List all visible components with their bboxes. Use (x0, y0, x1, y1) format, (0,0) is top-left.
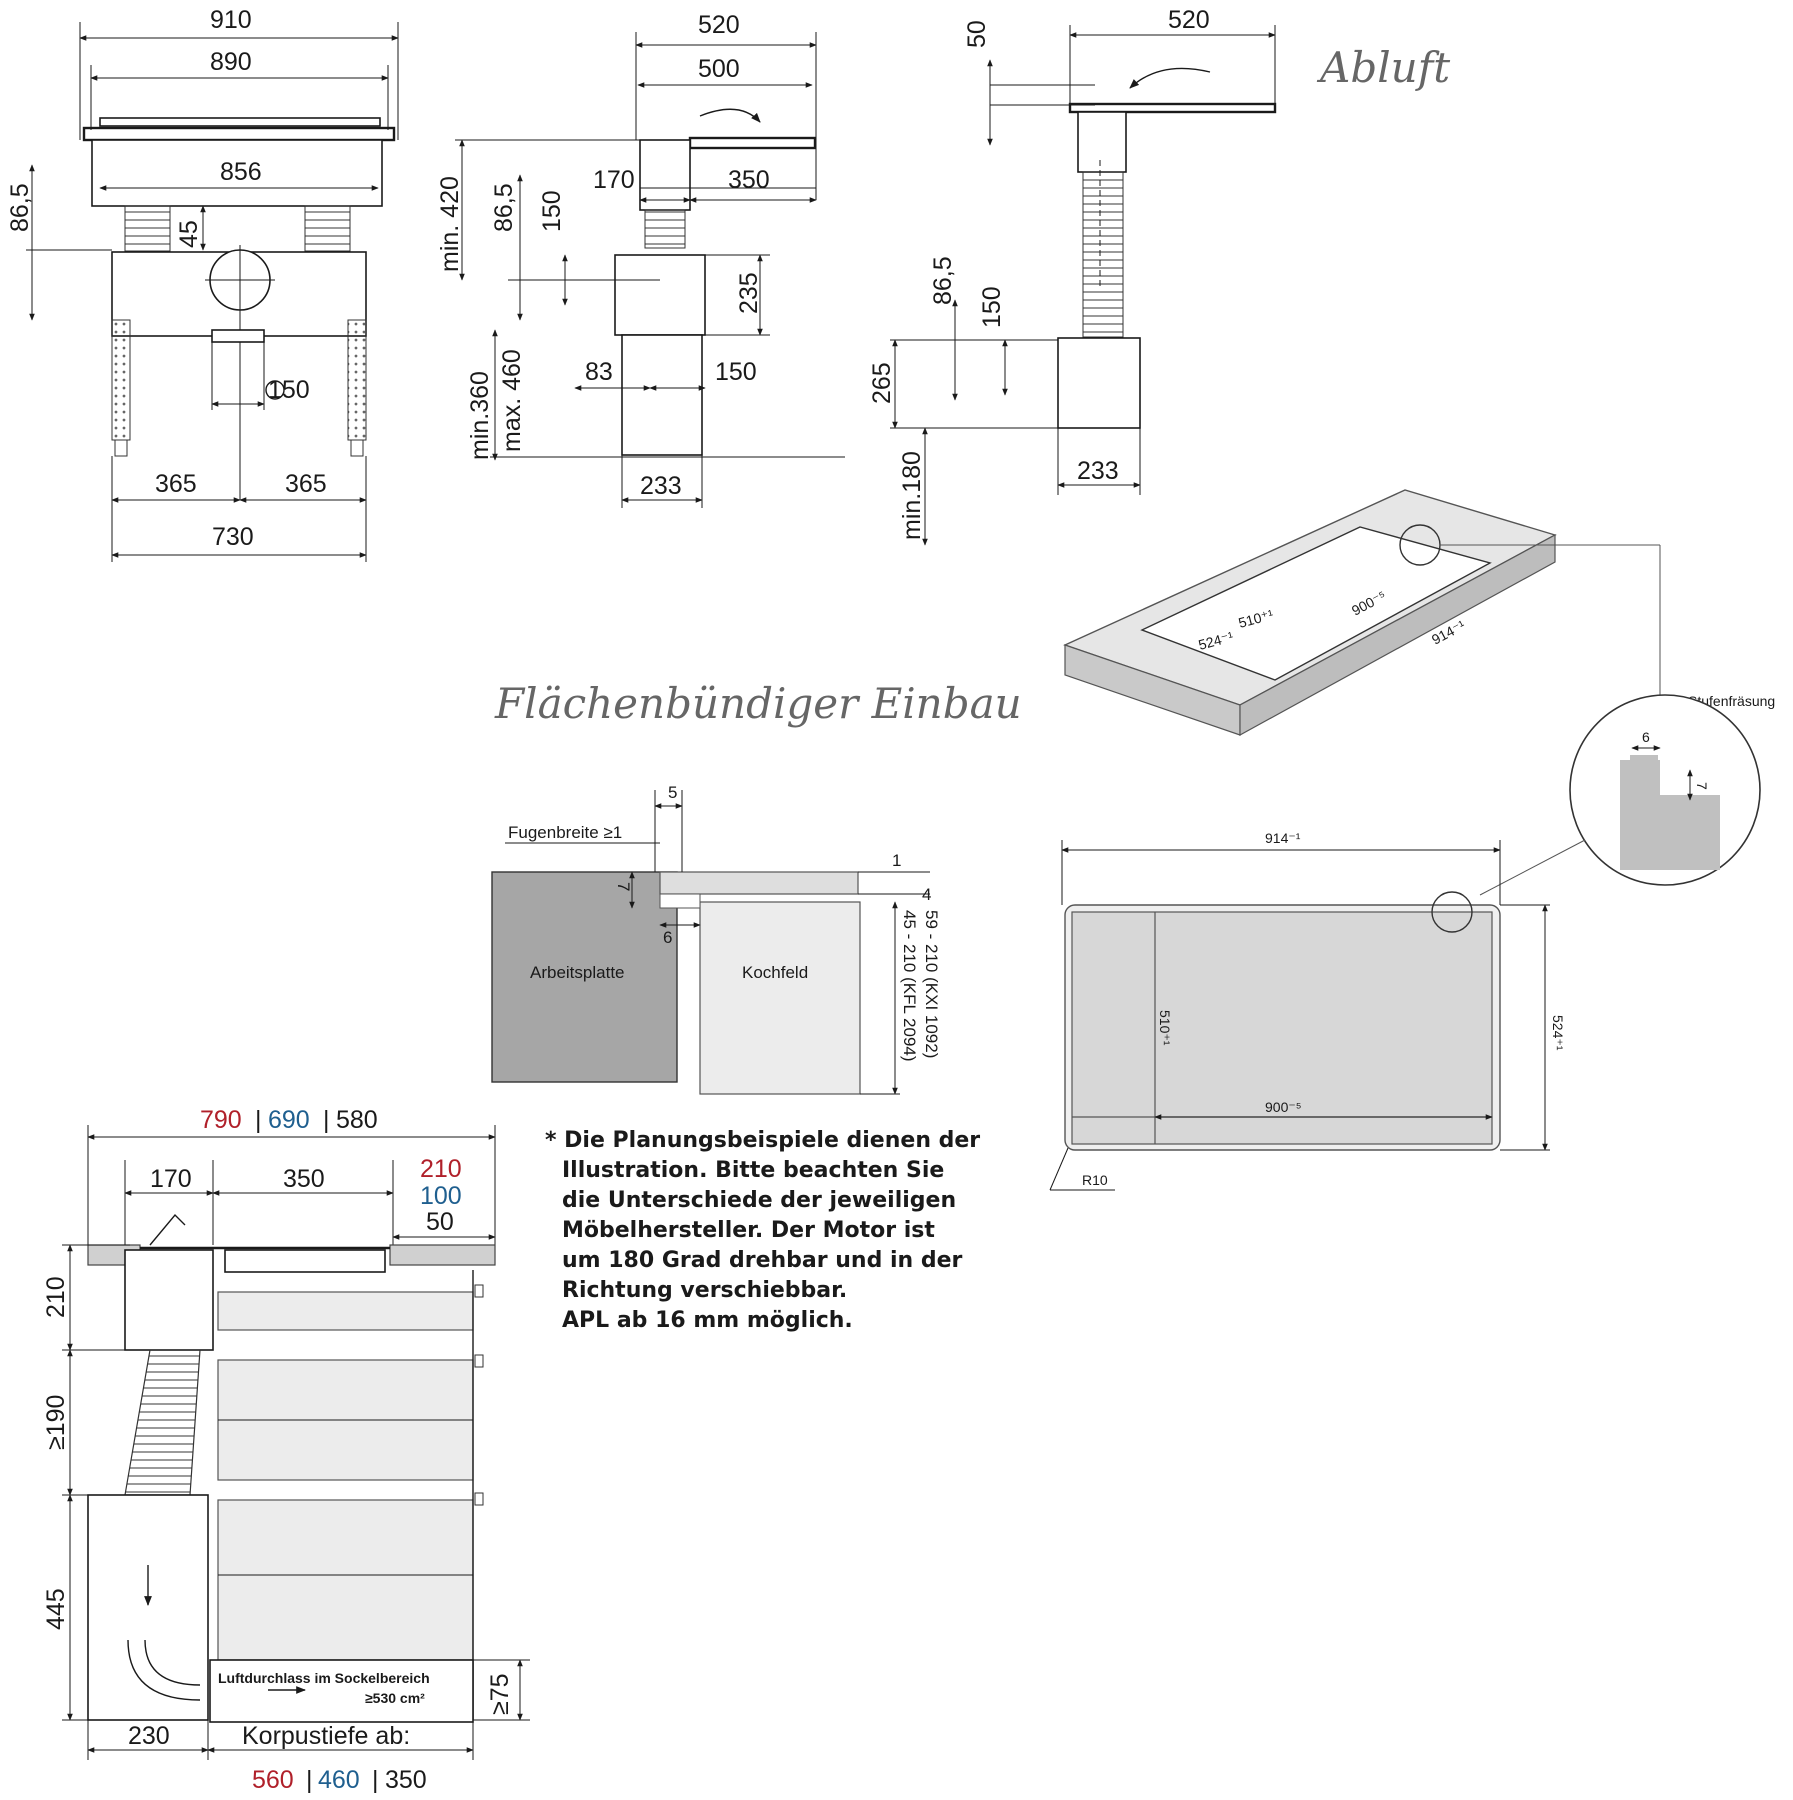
width-230: 230 (128, 1722, 170, 1750)
height-210: 210 (42, 1276, 70, 1318)
note-line-5: um 180 Grad drehbar und in der (562, 1248, 963, 1273)
dim-diameter-150-abluft: 150 (978, 286, 1006, 328)
dim-233-side: 233 (640, 472, 682, 500)
dim-max-460: max. 460 (498, 349, 526, 452)
dim-86-5-side: 86,5 (490, 183, 518, 232)
width-350: 350 (283, 1165, 325, 1193)
depth-350: 350 (385, 1766, 427, 1794)
width-690: 690 (268, 1106, 310, 1134)
dim-50: 50 (963, 20, 991, 48)
abluft-view: 520 50 265 min.180 86,5 150 233 (868, 6, 1277, 546)
dim-365-right: 365 (285, 470, 327, 498)
air-passage-area: ≥530 cm² (365, 1690, 425, 1706)
step-width-6: 6 (1642, 729, 1650, 745)
step-height-7: 7 (1694, 782, 1710, 790)
planning-note: * Die Planungsbeispiele dienen der Illus… (545, 1128, 980, 1333)
dim-910: 910 (210, 6, 252, 34)
plan-dim-900: 900⁻⁵ (1265, 1099, 1302, 1115)
dim-500: 500 (698, 55, 740, 83)
section-range-kfl: 45 - 210 (KFL 2094) (900, 910, 919, 1062)
top-plan-view: 914⁻¹ 900⁻⁵ 510⁺¹ 524⁺¹ R10 (1049, 830, 1566, 1191)
worktop-label: Arbeitsplatte (530, 963, 625, 982)
joint-width-label: Fugenbreite ≥1 (508, 823, 622, 842)
width-170: 170 (150, 1165, 192, 1193)
dim-856: 856 (220, 158, 262, 186)
svg-text:|: | (306, 1766, 313, 1794)
dim-diameter-150: 150 (268, 376, 310, 404)
depth-460: 460 (318, 1766, 360, 1794)
dim-520: 520 (698, 11, 740, 39)
air-passage-label: Luftdurchlass im Sockelbereich (218, 1670, 430, 1686)
flush-section-detail: Arbeitsplatte Kochfeld Fugenbreite ≥1 5 … (491, 783, 941, 1095)
plan-dim-914: 914⁻¹ (1265, 830, 1301, 846)
plan-dim-510: 510⁺¹ (1157, 1010, 1173, 1046)
svg-text:|: | (323, 1106, 330, 1134)
section-height-1: 1 (892, 851, 901, 870)
dim-min-420: min. 420 (436, 176, 464, 272)
note-line-1: * Die Planungsbeispiele dienen der (545, 1128, 980, 1153)
dim-170: 170 (593, 166, 635, 194)
step-detail-label: Stufenfräsung (1688, 693, 1775, 709)
dim-min-360: min.360 (466, 371, 494, 460)
svg-text:|: | (255, 1106, 262, 1134)
svg-text:|: | (372, 1766, 379, 1794)
dim-diameter-150-side: 150 (538, 190, 566, 232)
dim-265: 265 (868, 362, 896, 404)
section-width-6: 6 (663, 928, 672, 947)
height-75: ≥75 (486, 1673, 514, 1715)
width-580: 580 (336, 1106, 378, 1134)
plan-dim-524: 524⁺¹ (1550, 1015, 1566, 1051)
dim-233-abluft: 233 (1077, 457, 1119, 485)
dim-520-abluft: 520 (1168, 6, 1210, 34)
note-line-4: Möbelhersteller. Der Motor ist (562, 1218, 935, 1243)
dim-83: 83 (585, 358, 613, 386)
section-range-kxi: 59 - 210 (KXI 1092) (922, 910, 941, 1058)
section-height-7: 7 (614, 882, 633, 891)
note-line-3: die Unterschiede der jeweiligen (562, 1188, 956, 1213)
dim-235: 235 (735, 272, 763, 314)
section-width-5: 5 (668, 783, 677, 802)
note-line-2: Illustration. Bitte beachten Sie (562, 1158, 944, 1183)
dim-890: 890 (210, 48, 252, 76)
isometric-worktop-view: 510⁺¹ 900⁻⁵ 524⁻¹ 914⁻¹ (1063, 489, 1661, 740)
depth-560: 560 (252, 1766, 294, 1794)
side-view: 520 500 170 350 min. 420 86,5 150 235 83… (436, 11, 845, 508)
step-milling-detail: Stufenfräsung 6 7 (1479, 693, 1775, 896)
dim-45: 45 (175, 220, 203, 248)
height-445: 445 (42, 1588, 70, 1630)
offset-100: 100 (420, 1182, 462, 1210)
front-view: 910 890 856 150 86,5 45 (6, 6, 399, 562)
dim-86-5-abluft: 86,5 (929, 256, 957, 305)
cabinet-section-view: 790 | 690 | 580 170 350 210 100 50 (42, 1106, 530, 1794)
height-190: ≥190 (42, 1395, 70, 1450)
dim-150-side: 150 (715, 358, 757, 386)
width-790: 790 (200, 1106, 242, 1134)
dim-730: 730 (212, 523, 254, 551)
dim-min-180: min.180 (898, 451, 926, 540)
offset-210: 210 (420, 1155, 462, 1183)
dim-365-left: 365 (155, 470, 197, 498)
section-height-4: 4 (922, 885, 931, 904)
carcass-depth-label: Korpustiefe ab: (242, 1722, 410, 1750)
dim-86-5: 86,5 (6, 183, 34, 232)
note-line-7: APL ab 16 mm möglich. (562, 1308, 853, 1333)
offset-50: 50 (426, 1208, 454, 1236)
flush-installation-title: Flächenbündiger Einbau (494, 679, 1022, 728)
hob-label: Kochfeld (742, 963, 808, 982)
plan-radius-r10: R10 (1082, 1172, 1108, 1188)
dim-350: 350 (728, 166, 770, 194)
note-line-6: Richtung verschiebbar. (562, 1278, 847, 1303)
abluft-title: Abluft (1316, 43, 1450, 92)
